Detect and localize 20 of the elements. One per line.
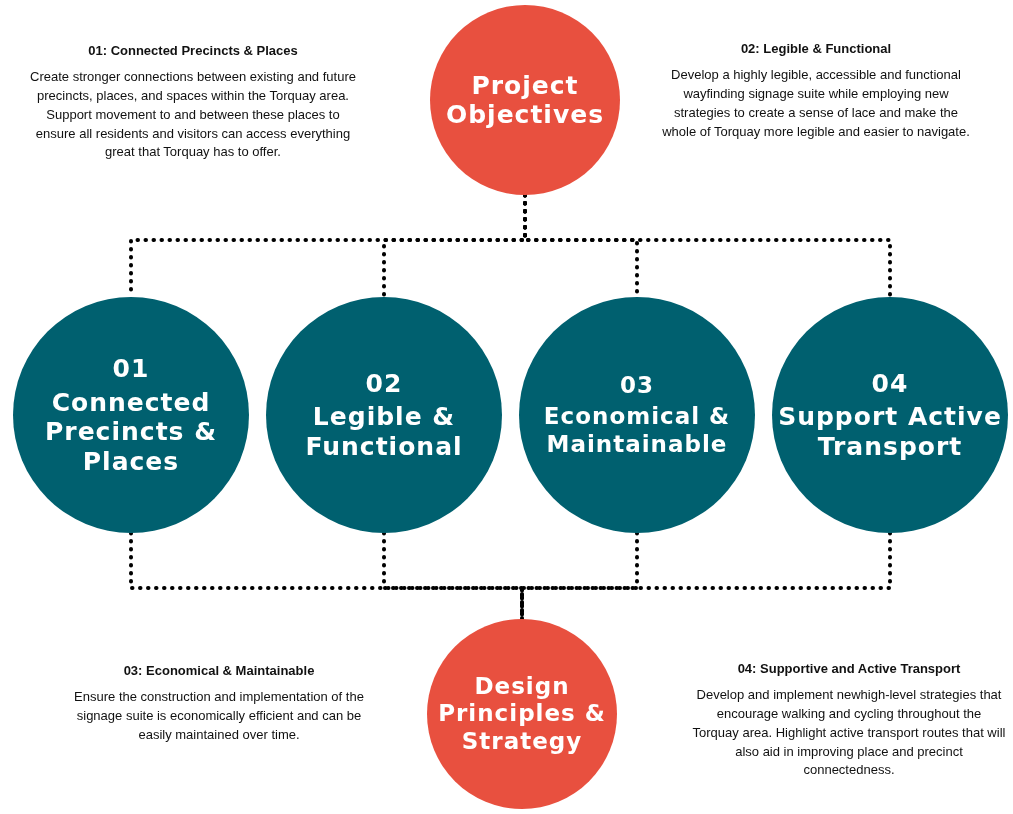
- description-heading: 03: Economical & Maintainable: [122, 662, 316, 680]
- description-text: Develop a highly legible, accessible and functional wayfinding signage suite while employing new strategies to create a sense of lace and make the whole of Torquay more legible and easier to navigate.: [661, 66, 971, 141]
- description-heading: 04: Supportive and Active Transport: [736, 660, 962, 678]
- dotted-connector: [520, 531, 639, 621]
- description-text: Develop and implement newhigh-level strategies that encourage walking and cycling throughout the Torquay area. Highlight active transport routes that will also aid in improving place and precinct connectedness.: [692, 686, 1006, 780]
- number-label: 01: [112, 354, 150, 384]
- circle-title: Economical & Maintainable: [542, 403, 732, 458]
- description-heading: 01: Connected Precincts & Places: [87, 42, 299, 60]
- number-label: 02: [365, 368, 403, 399]
- circle-title: Project Objectives: [444, 70, 606, 130]
- circle-title: Legible & Functional: [304, 402, 464, 462]
- description-text: Ensure the construction and implementation of the signage suite is economically efficient and can be easily maintained over time.: [73, 688, 365, 744]
- circle-title: Design Principles & Strategy: [437, 673, 607, 755]
- number-label: 04: [871, 368, 909, 399]
- description-text: Create stronger connections between existing and future precincts, places, and spaces within the Torquay area. Support movement to and between these places to ensure all residents and visitors can access everything great that Torquay has to offer.: [30, 68, 356, 162]
- circle-title: Connected Precincts & Places: [44, 387, 218, 476]
- circle-title: Support Active Transport: [777, 402, 1003, 462]
- number-label: 03: [620, 372, 654, 400]
- dotted-connector: [523, 193, 892, 299]
- description-heading: 02: Legible & Functional: [739, 40, 893, 58]
